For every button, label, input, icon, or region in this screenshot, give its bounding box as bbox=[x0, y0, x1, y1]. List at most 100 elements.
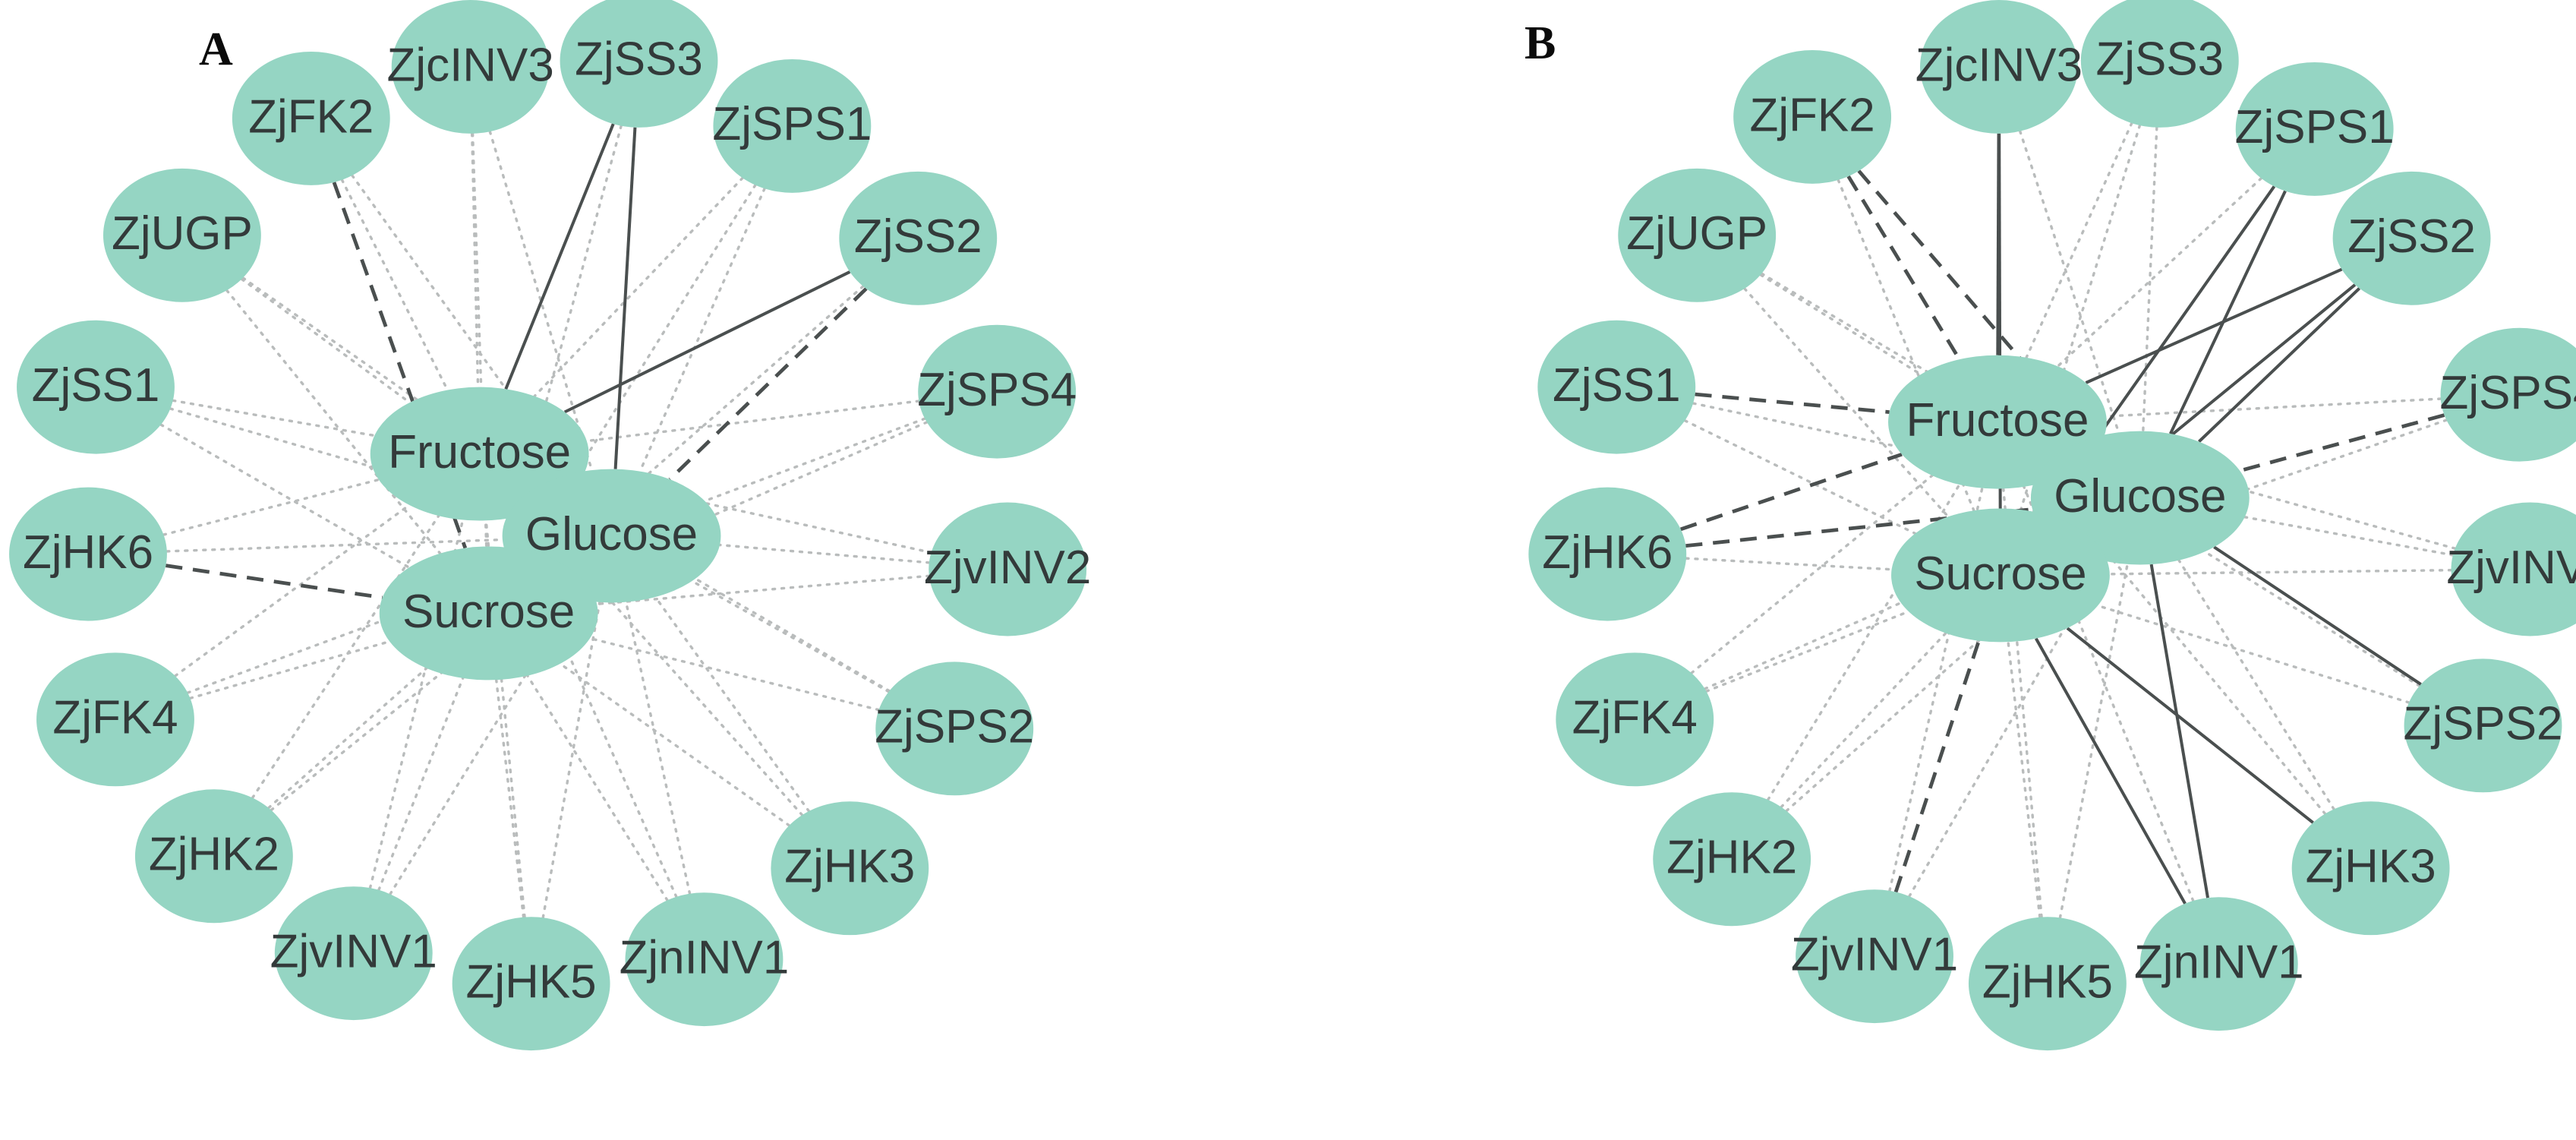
node-zjcinv3[interactable]: ZjcINV3 bbox=[1915, 0, 2083, 134]
edge-zjvinv1-sucrose bbox=[1893, 639, 1981, 893]
node-sucrose[interactable]: Sucrose bbox=[1891, 508, 2110, 643]
node-shape[interactable] bbox=[918, 324, 1077, 459]
node-shape[interactable] bbox=[2332, 171, 2491, 305]
node-shape[interactable] bbox=[713, 58, 872, 193]
node-label: Sucrose bbox=[402, 586, 575, 638]
node-shape[interactable] bbox=[232, 51, 390, 185]
node-zjsps4[interactable]: ZjSPS4 bbox=[2439, 327, 2576, 462]
node-shape[interactable] bbox=[1796, 889, 1953, 1024]
node-shape[interactable] bbox=[1556, 652, 1714, 787]
node-zjss1[interactable]: ZjSS1 bbox=[17, 320, 175, 454]
node-shape[interactable] bbox=[2404, 658, 2562, 793]
node-zjss2[interactable]: ZjSS2 bbox=[2332, 171, 2491, 305]
node-shape[interactable] bbox=[1537, 320, 1696, 454]
edge-zjfk2-fructose bbox=[340, 178, 449, 392]
node-zjfk2[interactable]: ZjFK2 bbox=[1733, 49, 1892, 184]
node-shape[interactable] bbox=[1733, 49, 1892, 184]
node-shape[interactable] bbox=[1618, 168, 1777, 302]
node-fructose[interactable]: Fructose bbox=[370, 387, 589, 521]
node-label: ZjFK2 bbox=[1750, 89, 1875, 141]
node-zjsps1[interactable]: ZjSPS1 bbox=[2235, 62, 2395, 196]
node-shape[interactable] bbox=[2030, 431, 2250, 565]
node-shape[interactable] bbox=[929, 502, 1087, 636]
edge-zjcinv3-glucose bbox=[488, 130, 594, 472]
node-shape[interactable] bbox=[1968, 917, 2127, 1051]
edge-zjsps1-glucose bbox=[638, 187, 766, 473]
node-shape[interactable] bbox=[839, 171, 998, 305]
node-zjvinv1[interactable]: ZjvINV1 bbox=[1791, 889, 1958, 1024]
node-shape[interactable] bbox=[370, 387, 589, 521]
edge-zjninv1-glucose bbox=[624, 600, 692, 895]
node-shape[interactable] bbox=[102, 168, 261, 302]
node-shape[interactable] bbox=[2291, 801, 2450, 936]
edge-zjninv1-sucrose bbox=[2034, 637, 2187, 905]
node-label: ZjSPS1 bbox=[712, 98, 872, 150]
node-shape[interactable] bbox=[2235, 62, 2394, 196]
node-shape[interactable] bbox=[560, 0, 718, 128]
node-zjss1[interactable]: ZjSS1 bbox=[1537, 320, 1696, 454]
node-zjhk2[interactable]: ZjHK2 bbox=[134, 789, 293, 924]
edge-zjss1-sucrose bbox=[1683, 419, 1917, 535]
edge-zjfk2-glucose bbox=[351, 174, 569, 476]
node-zjhk6[interactable]: ZjHK6 bbox=[1528, 487, 1687, 621]
node-zjss3[interactable]: ZjSS3 bbox=[560, 0, 718, 128]
node-zjfk4[interactable]: ZjFK4 bbox=[36, 652, 194, 787]
node-fructose[interactable]: Fructose bbox=[1888, 355, 2107, 489]
node-zjvinv1[interactable]: ZjvINV1 bbox=[270, 886, 437, 1021]
node-shape[interactable] bbox=[391, 0, 550, 134]
edge-zjhk3-glucose bbox=[654, 595, 811, 813]
node-shape[interactable] bbox=[1653, 792, 1811, 927]
node-zjfk2[interactable]: ZjFK2 bbox=[232, 51, 390, 185]
node-zjhk2[interactable]: ZjHK2 bbox=[1653, 792, 1811, 927]
edge-zjsps2-glucose bbox=[690, 579, 891, 693]
edge-zjninv1-glucose bbox=[2149, 564, 2209, 898]
node-zjss2[interactable]: ZjSS2 bbox=[839, 171, 998, 305]
edge-zjhk6-sucrose bbox=[1685, 557, 1893, 571]
node-zjninv1[interactable]: ZjnINV1 bbox=[620, 892, 790, 1027]
node-label: Fructose bbox=[388, 426, 571, 478]
node-shape[interactable] bbox=[625, 892, 784, 1027]
node-zjugp[interactable]: ZjUGP bbox=[102, 168, 261, 302]
node-shape[interactable] bbox=[771, 801, 929, 936]
node-shape[interactable] bbox=[2440, 327, 2576, 462]
node-zjcinv3[interactable]: ZjcINV3 bbox=[387, 0, 554, 134]
node-zjsps1[interactable]: ZjSPS1 bbox=[712, 58, 872, 193]
node-zjhk3[interactable]: ZjHK3 bbox=[771, 801, 929, 936]
node-shape[interactable] bbox=[379, 546, 598, 681]
node-shape[interactable] bbox=[452, 917, 610, 1051]
node-shape[interactable] bbox=[1888, 355, 2107, 489]
node-zjhk5[interactable]: ZjHK5 bbox=[452, 917, 610, 1051]
node-zjhk3[interactable]: ZjHK3 bbox=[2291, 801, 2450, 936]
node-glucose[interactable]: Glucose bbox=[2030, 431, 2250, 565]
node-shape[interactable] bbox=[274, 886, 433, 1021]
node-zjugp[interactable]: ZjUGP bbox=[1618, 168, 1777, 302]
node-sucrose[interactable]: Sucrose bbox=[379, 546, 598, 681]
node-shape[interactable] bbox=[1920, 0, 2078, 134]
node-label: ZjSS1 bbox=[1553, 359, 1681, 412]
node-zjvinv2[interactable]: ZjvINV2 bbox=[2446, 502, 2576, 636]
node-shape[interactable] bbox=[2080, 0, 2239, 128]
node-shape[interactable] bbox=[1891, 508, 2110, 643]
node-zjninv1[interactable]: ZjnINV1 bbox=[2134, 897, 2304, 1031]
node-label: ZjnINV1 bbox=[620, 932, 790, 984]
node-label: ZjSPS2 bbox=[2404, 698, 2563, 750]
node-zjhk5[interactable]: ZjHK5 bbox=[1968, 917, 2127, 1051]
node-shape[interactable] bbox=[36, 652, 194, 787]
node-zjsps2[interactable]: ZjSPS2 bbox=[2404, 658, 2563, 793]
node-shape[interactable] bbox=[17, 320, 175, 454]
edge-zjfk4-sucrose bbox=[188, 639, 391, 700]
node-zjvinv2[interactable]: ZjvINV2 bbox=[924, 502, 1091, 636]
edge-zjsps2-sucrose bbox=[588, 636, 881, 712]
node-zjhk6[interactable]: ZjHK6 bbox=[9, 487, 167, 621]
node-shape[interactable] bbox=[1528, 487, 1687, 621]
node-zjsps4[interactable]: ZjSPS4 bbox=[917, 324, 1077, 459]
node-zjss3[interactable]: ZjSS3 bbox=[2080, 0, 2239, 128]
node-zjsps2[interactable]: ZjSPS2 bbox=[875, 662, 1034, 796]
node-shape[interactable] bbox=[875, 662, 1034, 796]
node-shape[interactable] bbox=[134, 789, 293, 924]
node-shape[interactable] bbox=[9, 487, 167, 621]
node-zjfk4[interactable]: ZjFK4 bbox=[1556, 652, 1714, 787]
node-shape[interactable] bbox=[2139, 897, 2298, 1031]
node-shape[interactable] bbox=[2451, 502, 2576, 636]
